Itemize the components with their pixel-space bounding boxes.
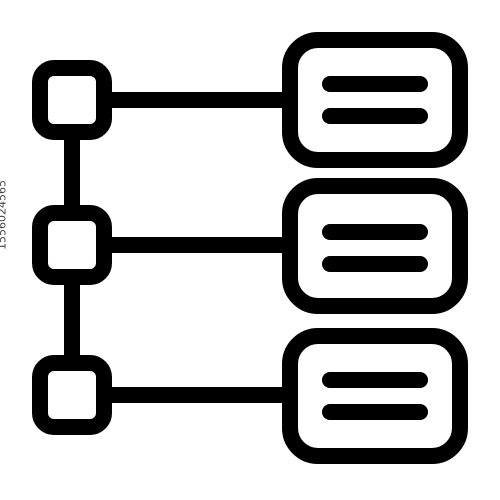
- node-square-3: [32, 355, 112, 435]
- content-box-1: [282, 32, 468, 168]
- content-box-2: [282, 178, 468, 314]
- node-square-2: [32, 205, 112, 285]
- content-box-3: [282, 328, 468, 464]
- node-square-1: [32, 60, 112, 140]
- stock-id-watermark: 1556024565: [0, 180, 9, 250]
